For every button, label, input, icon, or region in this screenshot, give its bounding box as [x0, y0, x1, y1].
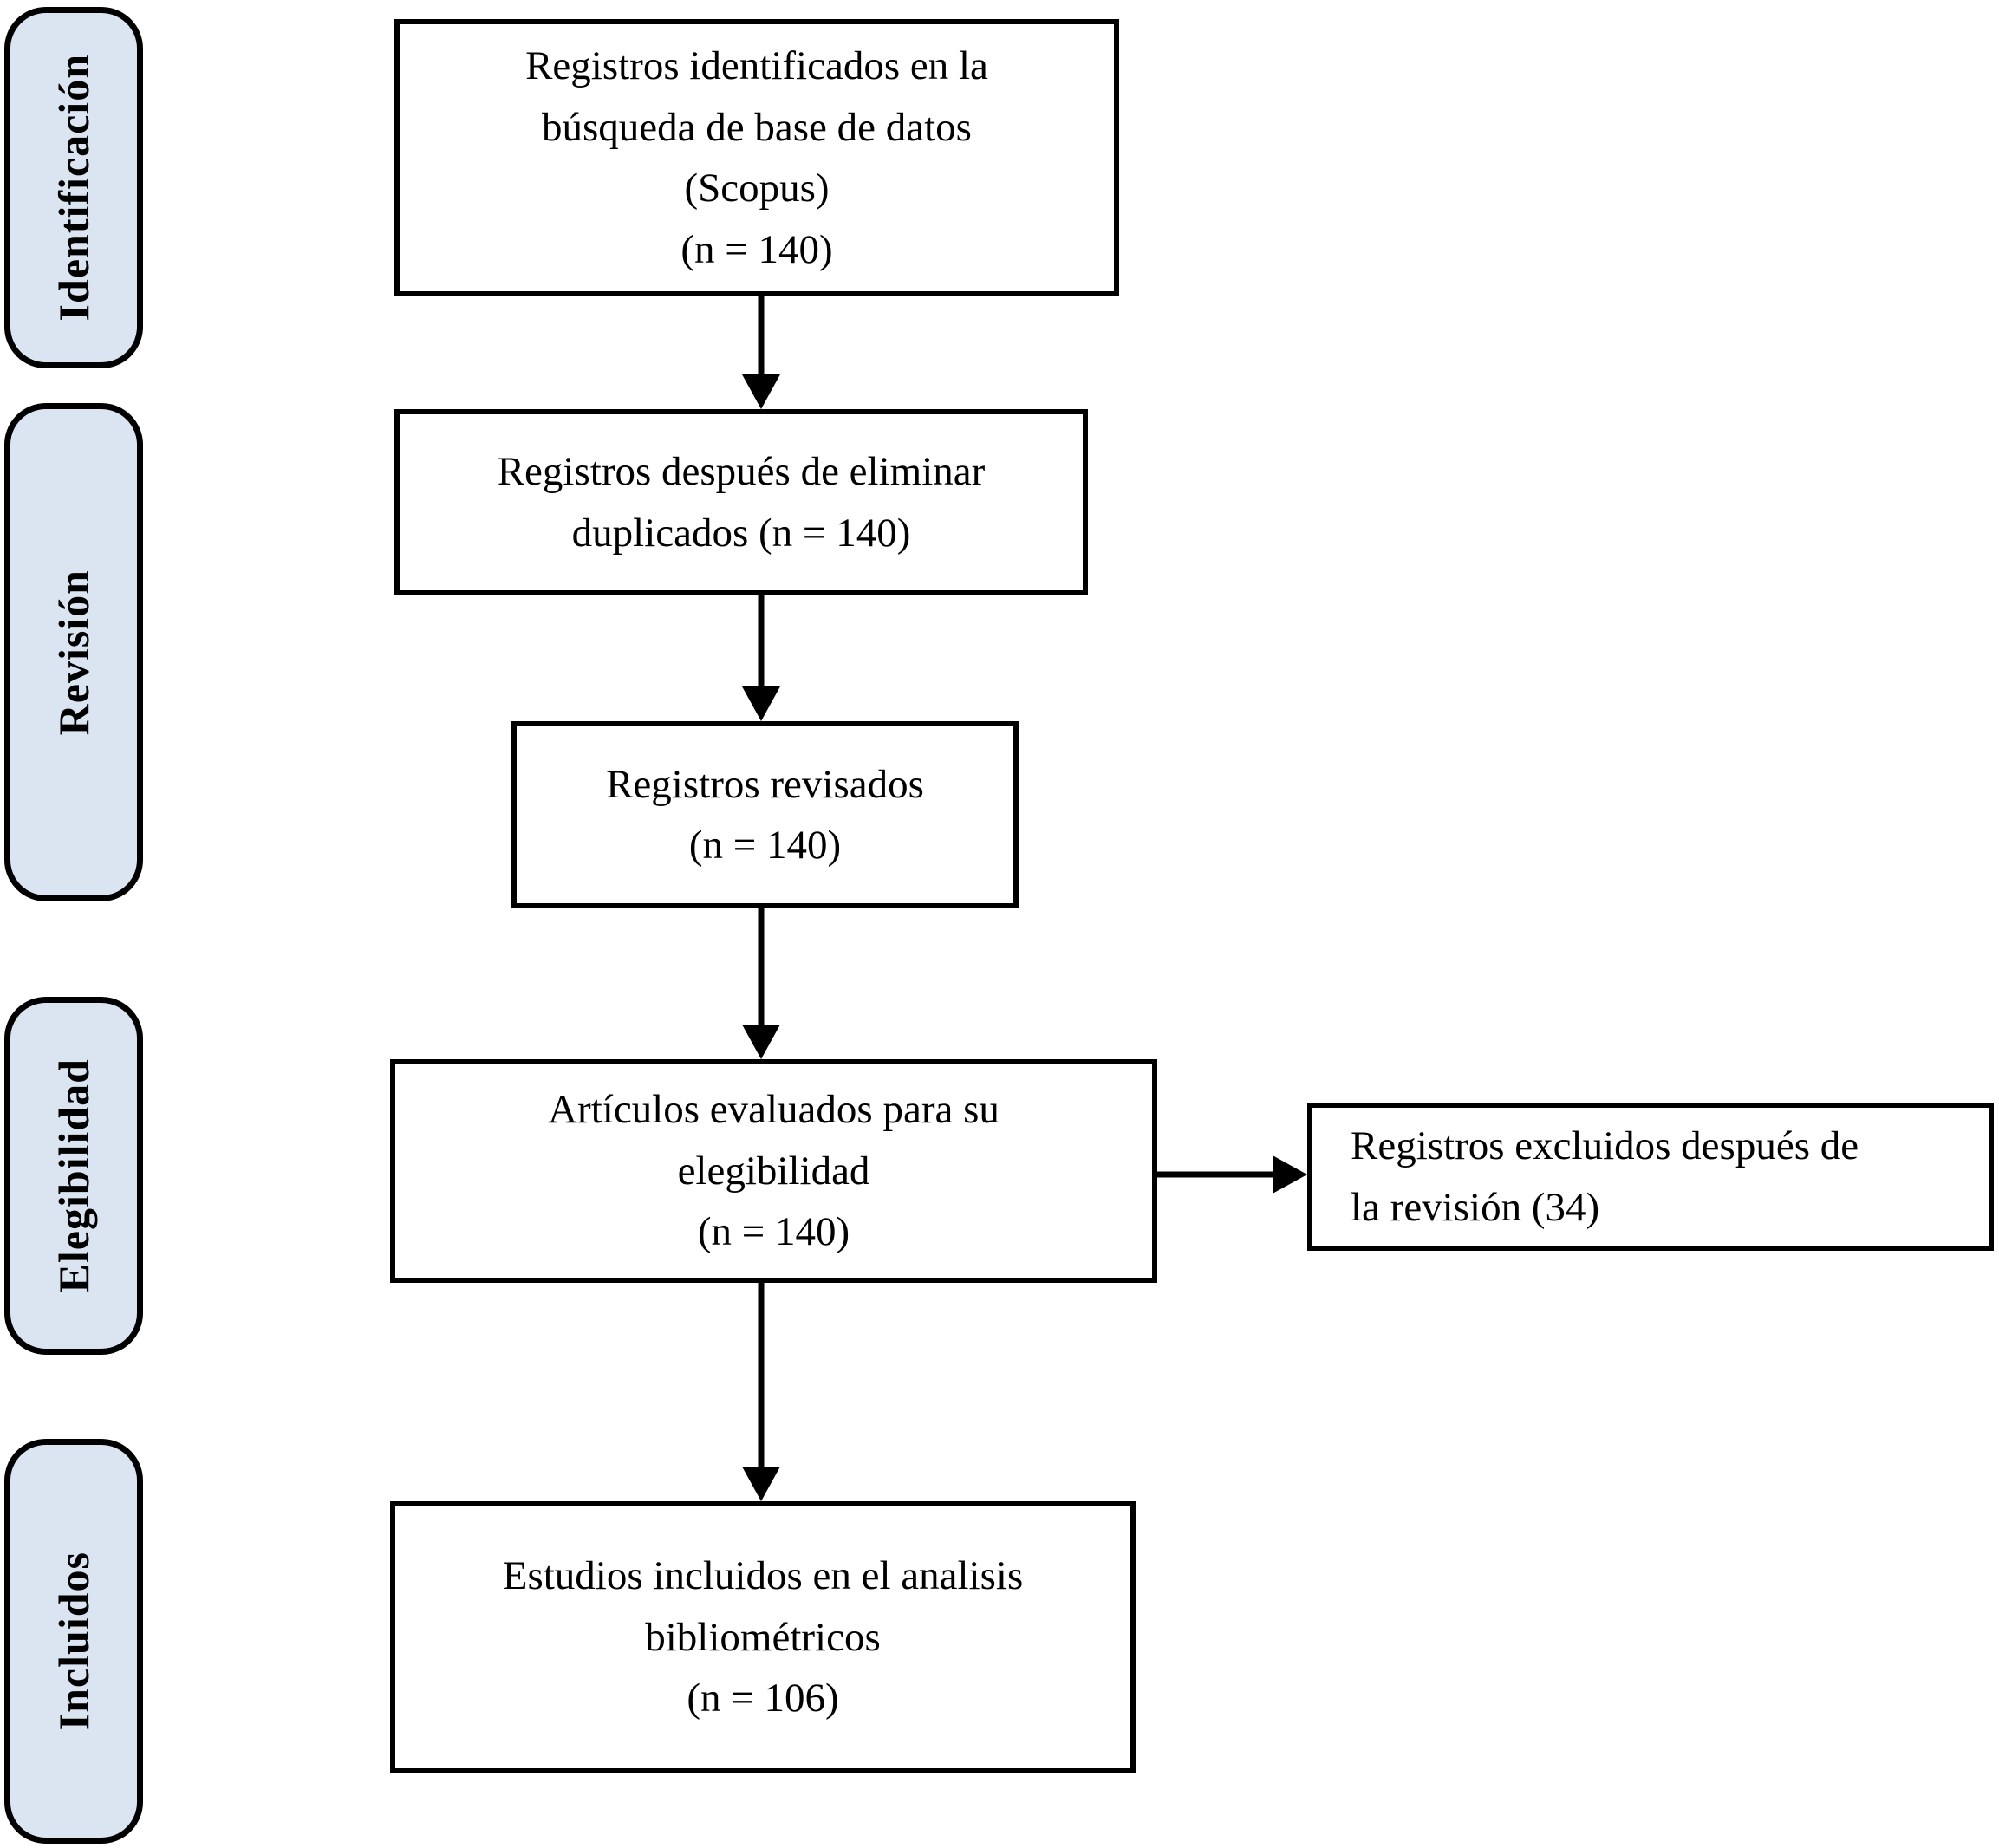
node-records-screened-text: Registros revisados (n = 140) — [606, 761, 924, 869]
node-records-deduplicated-text: Registros después de eliminar duplicados… — [497, 449, 986, 556]
node-records-excluded: Registros excluidos después de la revisi… — [1307, 1103, 1994, 1251]
arrow-right-head — [1273, 1155, 1307, 1194]
stage-elegibilidad: Elegibilidad — [4, 997, 143, 1355]
stage-revision: Revisión — [4, 403, 143, 901]
arrow-screened-to-assessed — [742, 908, 780, 1059]
node-studies-included: Estudios incluidos en el analisis biblio… — [390, 1501, 1136, 1773]
node-articles-assessed: Artículos evaluados para su elegibilidad… — [390, 1059, 1157, 1283]
arrow-assessed-to-excluded — [1157, 1155, 1307, 1194]
node-records-screened: Registros revisados (n = 140) — [511, 721, 1019, 908]
arrow-down-head — [742, 686, 780, 721]
stage-elegibilidad-label: Elegibilidad — [49, 1058, 98, 1293]
arrow-shaft — [758, 1283, 765, 1468]
arrow-deduplicated-to-screened — [742, 595, 780, 721]
node-studies-included-text: Estudios incluidos en el analisis biblio… — [502, 1553, 1024, 1721]
arrow-down-head — [742, 1025, 780, 1059]
stage-identificacion: Identificación — [4, 7, 143, 368]
node-records-identified-text: Registros identificados en la búsqueda d… — [525, 43, 988, 272]
node-articles-assessed-text: Artículos evaluados para su elegibilidad… — [548, 1087, 1000, 1255]
stage-revision-label: Revisión — [49, 569, 98, 736]
stage-incluidos-label: Incluidos — [49, 1552, 98, 1731]
arrow-identified-to-deduplicated — [742, 296, 780, 409]
arrow-shaft — [758, 595, 765, 688]
arrow-down-head — [742, 374, 780, 409]
node-records-identified: Registros identificados en la búsqueda d… — [394, 19, 1119, 296]
stage-identificacion-label: Identificación — [49, 54, 98, 322]
stage-incluidos: Incluidos — [4, 1439, 143, 1844]
arrow-shaft — [1157, 1171, 1274, 1178]
node-records-deduplicated: Registros después de eliminar duplicados… — [394, 409, 1088, 595]
arrow-shaft — [758, 908, 765, 1026]
arrow-shaft — [758, 296, 765, 376]
arrow-assessed-to-included — [742, 1283, 780, 1501]
node-records-excluded-text: Registros excluidos después de la revisi… — [1351, 1123, 1859, 1230]
arrow-down-head — [742, 1467, 780, 1501]
